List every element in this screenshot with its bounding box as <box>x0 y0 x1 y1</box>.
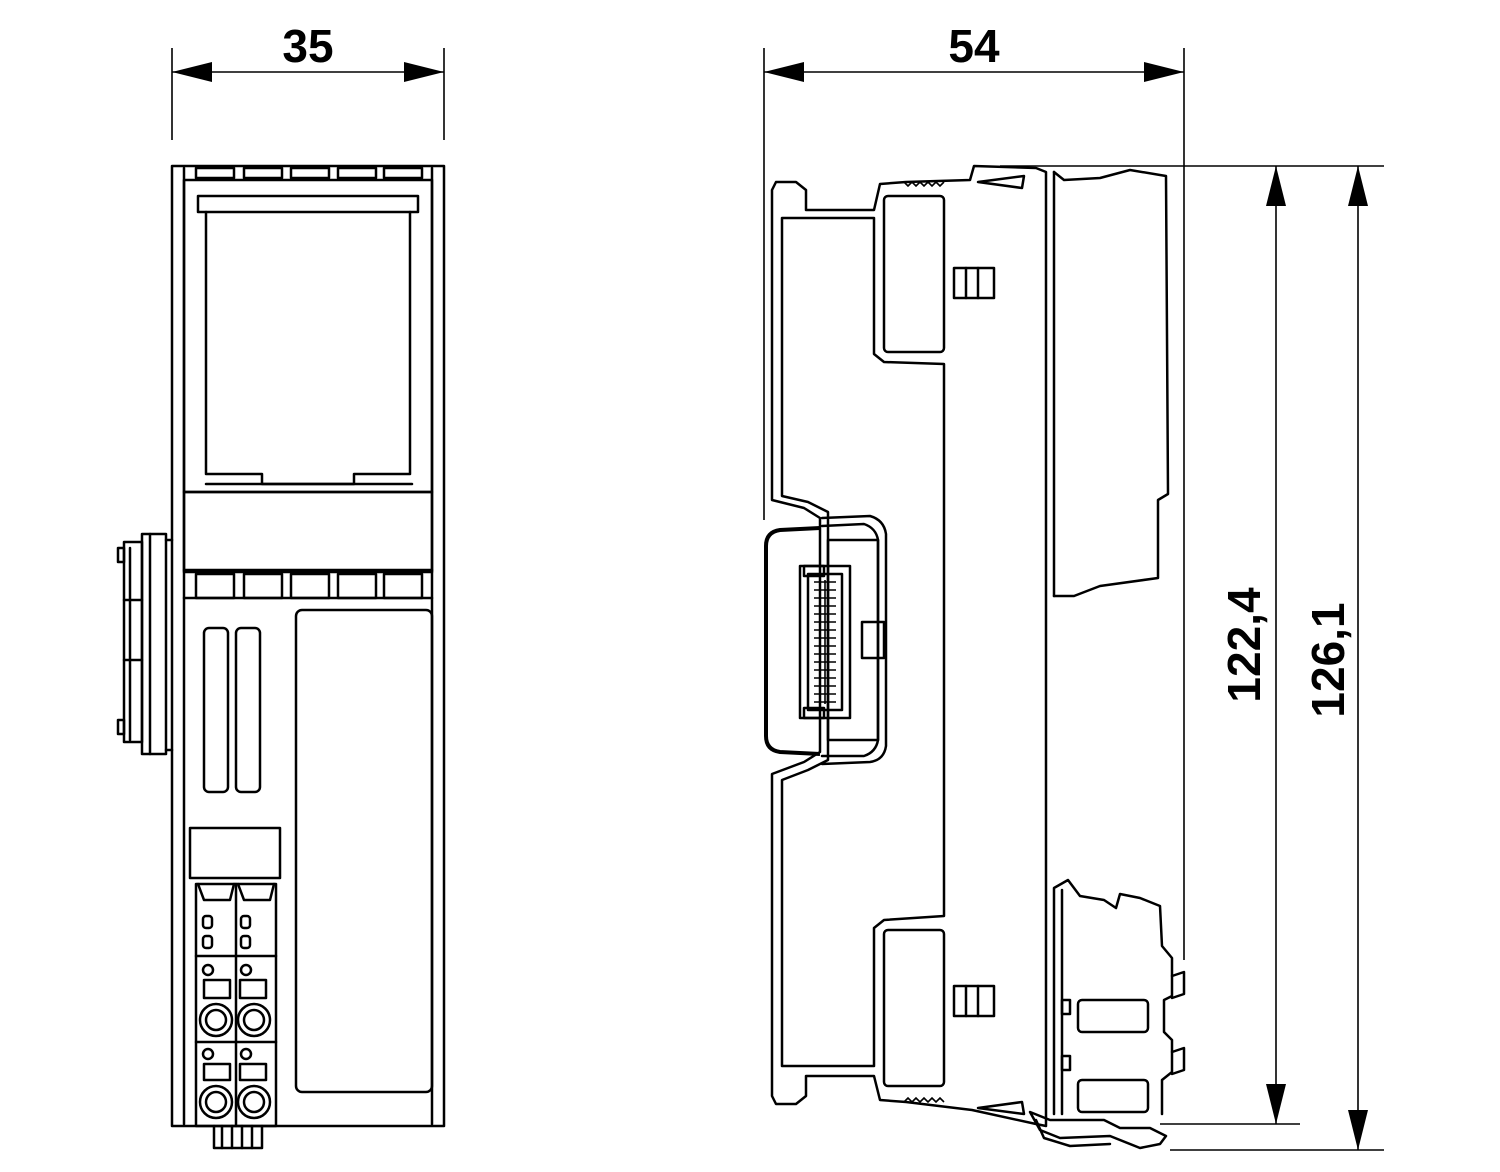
bus-connector <box>798 564 852 720</box>
terminal-block <box>194 882 278 1128</box>
dim-label-54: 54 <box>948 20 1000 72</box>
electronics-module <box>1028 168 1186 1150</box>
din-rail <box>764 514 888 766</box>
front-rail-clip <box>116 532 174 756</box>
top-slots <box>194 166 424 180</box>
side-view: 54 122,4 126,1 <box>763 20 1384 1151</box>
front-view: 35 <box>116 20 446 1150</box>
dim-side-depth: 54 <box>763 20 1185 960</box>
dim-label-126-1: 126,1 <box>1302 602 1354 717</box>
lower-slots <box>182 572 434 600</box>
dim-heights: 122,4 126,1 <box>1000 165 1384 1151</box>
dim-front-width: 35 <box>171 20 445 140</box>
dim-label-35: 35 <box>282 20 333 72</box>
front-window <box>182 178 434 494</box>
dim-label-122-4: 122,4 <box>1218 587 1270 703</box>
base-housing <box>770 164 1048 1128</box>
